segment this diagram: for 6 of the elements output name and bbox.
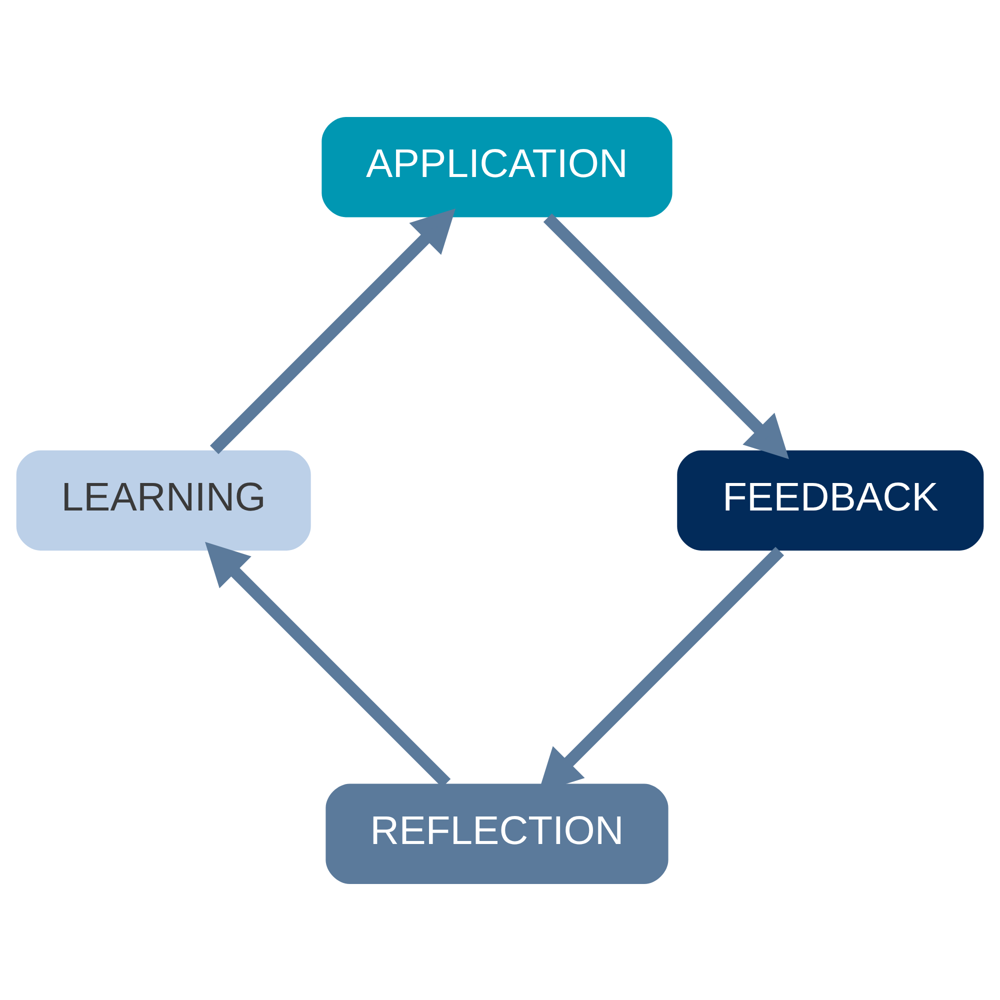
node-box: APPLICATION bbox=[322, 116, 672, 217]
node-box: FEEDBACK bbox=[677, 450, 984, 550]
arrow bbox=[543, 212, 789, 459]
node-box: LEARNING bbox=[16, 450, 311, 550]
arrow bbox=[210, 208, 456, 454]
node-box: REFLECTION bbox=[326, 783, 668, 884]
